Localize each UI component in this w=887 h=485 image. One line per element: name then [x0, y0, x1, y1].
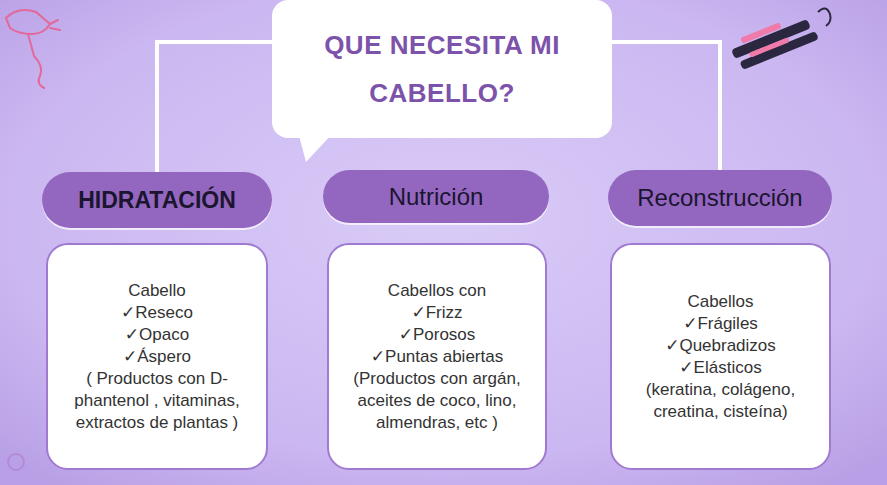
node-heading: Cabellos con	[339, 280, 535, 302]
node-text: ✓Frizz	[339, 302, 535, 324]
category-pill: Nutrición	[323, 170, 549, 223]
node-text: ✓Reseco	[59, 302, 255, 324]
node-text: ✓Elásticos	[623, 357, 819, 379]
text-group: QUE NECESITA MI CABELLO?	[300, 21, 585, 117]
category-pill: HIDRATACIÓN	[42, 172, 272, 228]
node-heading: QUE NECESITA MI CABELLO?	[300, 21, 585, 117]
title-bubble: QUE NECESITA MI CABELLO?	[272, 0, 612, 138]
node-text: ✓Frágiles	[623, 313, 819, 335]
node-heading: HIDRATACIÓN	[78, 186, 236, 214]
node-heading: Cabello	[59, 280, 255, 302]
node-heading: Cabellos	[623, 291, 819, 313]
node-text: ✓Puntas abiertas	[339, 346, 535, 368]
text-group: Cabellos con✓Frizz✓Porosos✓Puntas abiert…	[339, 280, 535, 434]
content-box: Cabello✓Reseco✓Opaco✓Áspero( Productos c…	[46, 243, 268, 470]
node-text: ✓Porosos	[339, 324, 535, 346]
node-text: (keratina, colágeno, creatina, cisteína)	[623, 379, 819, 423]
text-group: Reconstrucción	[637, 184, 802, 212]
content-box: Cabellos✓Frágiles✓Quebradizos✓Elásticos(…	[610, 243, 831, 470]
node-text: ( Productos con D-phantenol , vitaminas,…	[59, 368, 255, 434]
tree-connector	[157, 42, 272, 172]
corner-ornament	[8, 454, 24, 470]
text-group: HIDRATACIÓN	[78, 186, 236, 214]
content-box: Cabellos con✓Frizz✓Porosos✓Puntas abiert…	[327, 243, 547, 470]
node-text: (Productos con argán, aceites de coco, l…	[339, 368, 535, 434]
category-pill: Reconstrucción	[608, 170, 832, 226]
text-group: Cabello✓Reseco✓Opaco✓Áspero( Productos c…	[59, 280, 255, 434]
node-text: ✓Áspero	[59, 346, 255, 368]
text-group: Nutrición	[389, 183, 484, 211]
node-heading: Nutrición	[389, 183, 484, 211]
text-group: Cabellos✓Frágiles✓Quebradizos✓Elásticos(…	[623, 291, 819, 423]
hair-dryer-icon	[6, 10, 60, 88]
node-text: ✓Quebradizos	[623, 335, 819, 357]
node-heading: Reconstrucción	[637, 184, 802, 212]
flat-iron-icon	[731, 8, 830, 70]
node-text: ✓Opaco	[59, 324, 255, 346]
tree-connector	[612, 42, 720, 170]
